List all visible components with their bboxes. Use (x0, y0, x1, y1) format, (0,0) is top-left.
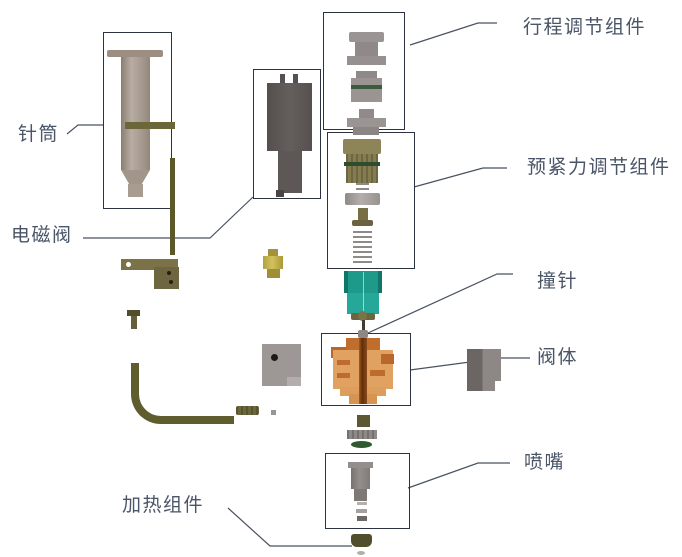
nozzle-shim-3 (357, 516, 367, 521)
syringe-taper (121, 170, 150, 184)
nozzle-tip (354, 489, 367, 501)
valve-body-slot-3 (370, 370, 385, 376)
solenoid-body (267, 83, 312, 151)
mounting-rod (170, 158, 175, 255)
stroke-sleeve-oring (351, 85, 382, 89)
l-bracket-hole (126, 262, 131, 267)
solenoid-prong-left (280, 74, 285, 84)
solenoid-box (253, 69, 321, 199)
small-bolt-stem (131, 316, 137, 329)
sensor-block-tab (287, 377, 301, 386)
leader-preload-adjust (413, 167, 507, 188)
label-valve-body: 阀体 (537, 347, 579, 368)
l-bracket-screw-2 (169, 280, 173, 284)
nozzle-shim-2 (356, 509, 367, 513)
preload-coil-spring (353, 231, 372, 263)
preload-small-spring (356, 183, 369, 193)
stroke-knob-flange (349, 32, 384, 42)
valve-body-channel (359, 338, 367, 404)
heater-cap-shadow (357, 551, 365, 555)
preload-pin-base (352, 220, 373, 226)
leader-nozzle (407, 462, 510, 489)
leader-syringe (66, 124, 103, 135)
solenoid-prong-right (293, 74, 298, 84)
leader-stroke-adjust (409, 22, 497, 46)
l-bracket-screw-1 (167, 271, 171, 275)
preload-pin-stem (358, 208, 368, 220)
stroke-sleeve-body (351, 78, 382, 102)
striker-bead (358, 330, 368, 338)
stroke-knob-base (347, 56, 386, 65)
valve-body-slot-1 (337, 360, 350, 365)
label-syringe: 针筒 (18, 124, 60, 145)
l-bracket-block (154, 267, 179, 289)
brass-fitting-hex (263, 256, 283, 269)
preload-oring (344, 162, 380, 166)
striker-washer-hub (358, 311, 367, 321)
valve-body-slot-2 (337, 373, 350, 378)
preload-hex-nut (345, 193, 380, 205)
small-bolt-head (127, 310, 140, 316)
label-preload-adjust: 预紧力调节组件 (527, 157, 671, 178)
l-bracket-arm (121, 259, 178, 270)
label-heating: 加热组件 (122, 495, 205, 516)
oring-disc (351, 441, 372, 448)
bent-feed-tube (131, 363, 234, 424)
label-stroke-adjust: 行程调节组件 (523, 17, 647, 38)
nozzle-body (351, 468, 370, 489)
leader-striker-pin (367, 273, 513, 334)
ribbed-washer (347, 430, 377, 439)
stroke-sleeve-step (356, 71, 377, 78)
label-nozzle: 喷嘴 (524, 452, 566, 473)
guide-block-seam (363, 272, 364, 313)
label-striker-pin: 撞针 (537, 271, 579, 292)
tube-fitting (236, 406, 259, 415)
syringe-barrel (121, 57, 150, 170)
brass-fitting-base (267, 269, 280, 278)
preload-knurl-top (343, 139, 381, 154)
syringe-box (103, 32, 172, 209)
heater-cap (351, 534, 372, 547)
tube-end-dash (271, 410, 276, 415)
label-solenoid: 电磁阀 (11, 225, 73, 246)
sensor-block-dot (271, 354, 278, 361)
nozzle-shim-1 (357, 502, 367, 505)
cover-block-notch (495, 381, 502, 391)
stroke-knob-waist (355, 42, 378, 57)
nozzle-flange (348, 462, 373, 468)
stroke-stem-base (347, 118, 386, 127)
connector-stub (353, 127, 379, 135)
syringe-clamp-bar (125, 122, 175, 129)
syringe-tip (128, 184, 143, 197)
preload-knurl-body (346, 154, 378, 183)
valve-body-right-tab (381, 354, 394, 364)
nozzle-box (325, 453, 410, 529)
stroke-stem (359, 109, 374, 118)
solenoid-foot (276, 190, 284, 197)
syringe-flange (107, 50, 163, 57)
seal-square (357, 415, 370, 427)
solenoid-stem (278, 151, 302, 193)
brass-fitting-top (268, 249, 278, 256)
